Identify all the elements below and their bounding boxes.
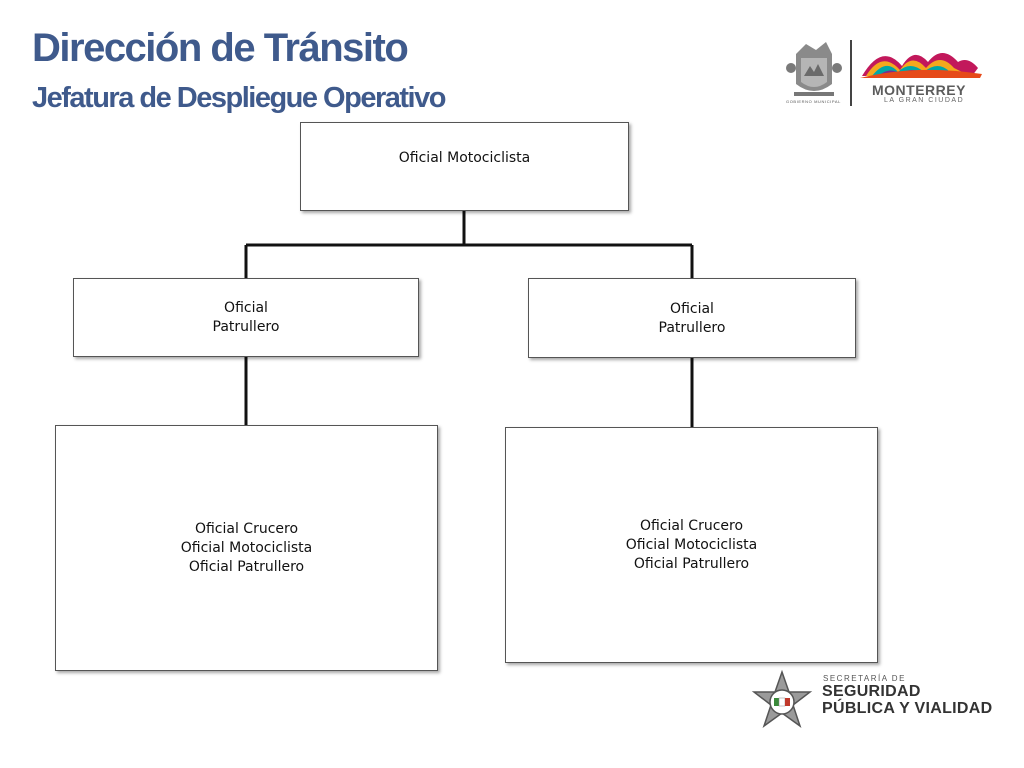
police-star-badge-icon [751, 669, 813, 728]
secretariat-line-1: SEGURIDAD [822, 683, 921, 700]
gov-label: GOBIERNO MUNICIPAL [786, 99, 841, 104]
city-mountain-icon [860, 53, 982, 78]
page-subtitle: Jefatura de Despliegue Operativo [32, 82, 446, 114]
city-coat-of-arms-icon [786, 42, 842, 96]
city-tagline: LA GRAN CIUDAD [884, 97, 965, 104]
city-logo-icon [786, 40, 982, 106]
org-box-bottom-left-line-1: Oficial Crucero [194, 520, 299, 537]
city-name: MONTERREY [872, 82, 966, 98]
page-title: Dirección de Tránsito [32, 26, 409, 70]
org-box-mid-left: Oficial Patrullero [73, 278, 419, 357]
org-box-mid-right: Oficial Patrullero [528, 278, 856, 358]
org-box-bottom-right: Oficial Crucero Oficial Motociclista Ofi… [505, 427, 878, 663]
org-box-mid-right-line-2: Patrullero [658, 320, 726, 336]
org-box-bottom-left-line-2: Oficial Motociclista [180, 539, 313, 556]
org-box-mid-left-line-2: Patrullero [212, 319, 280, 335]
org-box-top: Oficial Motociclista [300, 122, 629, 211]
org-box-bottom-right-line-3: Oficial Patrullero [633, 555, 750, 572]
secretariat-line-2: PÚBLICA Y VIALIDAD [822, 700, 993, 717]
org-box-bottom-right-line-2: Oficial Motociclista [625, 536, 758, 553]
org-box-bottom-left: Oficial Crucero Oficial Motociclista Ofi… [55, 425, 438, 671]
org-box-bottom-left-line-3: Oficial Patrullero [188, 558, 305, 575]
org-box-bottom-right-line-1: Oficial Crucero [639, 517, 744, 534]
org-box-mid-right-line-1: Oficial [670, 301, 714, 317]
org-box-mid-left-line-1: Oficial [224, 300, 268, 316]
org-box-top-line-1: Oficial Motociclista [398, 150, 531, 166]
secretariat-prefix: SECRETARÍA DE [823, 674, 906, 683]
